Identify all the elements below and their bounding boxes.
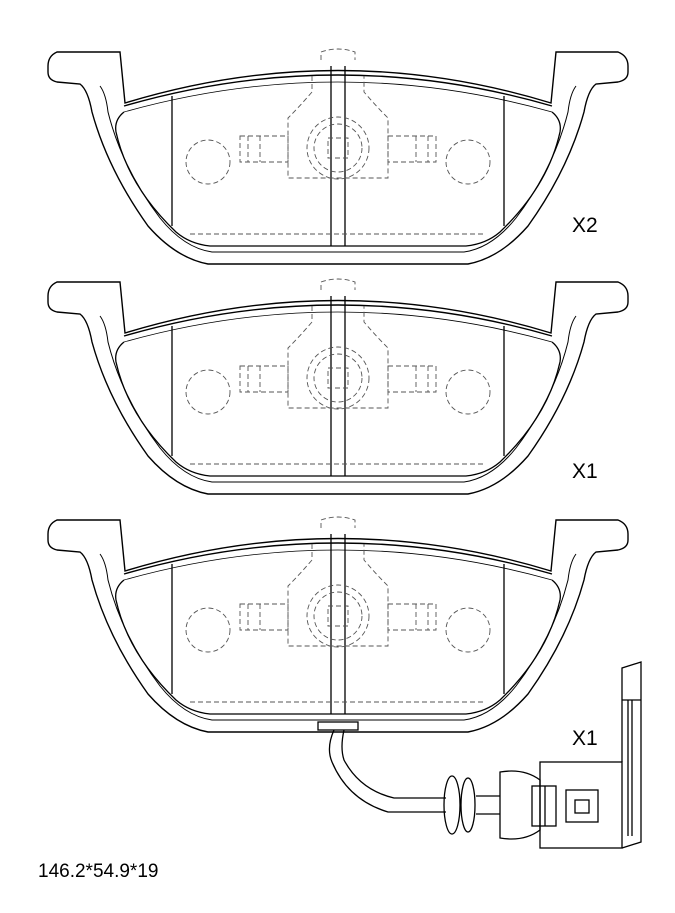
quantity-label-middle: X1 xyxy=(572,460,598,483)
quantity-label-top: X2 xyxy=(572,214,598,237)
brake-pad-x2 xyxy=(47,48,629,265)
quantity-label-bottom: X1 xyxy=(572,727,598,750)
brake-pad-x1-sensor xyxy=(47,516,629,733)
wear-sensor xyxy=(317,661,642,849)
dimensions-label: 146.2*54.9*19 xyxy=(38,861,159,882)
brake-pad-x1-upper xyxy=(47,278,629,495)
